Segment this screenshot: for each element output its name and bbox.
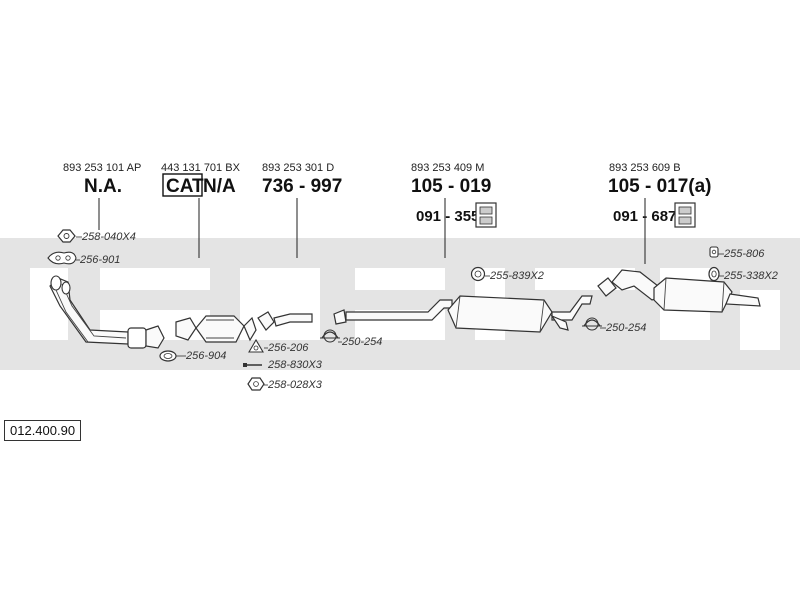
cat-label: CAT: [166, 176, 204, 197]
intermediate-pipe: [257, 311, 313, 331]
part-label-3: 736 - 997: [262, 176, 342, 197]
rubber-ring-icon: [708, 266, 720, 282]
nut-icon: [57, 229, 76, 243]
oe-number-5: 893 253 609 B: [609, 162, 681, 174]
part-number-5: 250-254: [341, 336, 382, 348]
oe-number-1: 893 253 101 AP: [63, 162, 141, 174]
part-number-11: 255-338X2: [723, 270, 778, 282]
front-pipe: [49, 275, 165, 349]
part-number-1: 258-040X4: [81, 231, 136, 243]
part-number-10: 255-806: [723, 248, 765, 260]
reference-number: 012.400.90: [10, 423, 76, 438]
reference-number-box: 012.400.90: [4, 420, 82, 441]
bracket-icon-4: [475, 202, 497, 228]
part-number-2: 256-901: [79, 254, 120, 266]
bracket-icon-5: [674, 202, 696, 228]
part-number-6: 258-830X3: [267, 359, 323, 371]
bolt-icon: [243, 363, 262, 367]
centre-silencer: [447, 295, 593, 333]
part-number-7: 258-028X3: [267, 379, 323, 391]
ring-gasket-icon: [159, 350, 177, 362]
clamp-icon-2: [582, 317, 602, 331]
clamp-icon: [320, 329, 340, 343]
rear-silencer: [597, 269, 761, 313]
rubber-mount-icon: [470, 266, 486, 282]
catalytic-converter: [175, 315, 257, 343]
part-label-5: 105 - 017(a): [608, 176, 712, 197]
triangle-gasket-icon: [248, 338, 264, 353]
oe-number-4: 893 253 409 M: [411, 162, 484, 174]
oe-number-3: 893 253 301 D: [262, 162, 334, 174]
part-number-3: 256-904: [185, 350, 226, 362]
gasket-icon: [47, 251, 77, 265]
part-label-2: N/A: [203, 176, 236, 197]
part-label-1: N.A.: [84, 176, 122, 197]
cat-box: [162, 173, 203, 197]
part-number-4: 256-206: [267, 342, 309, 354]
sub-label-4: 091 - 355: [416, 208, 479, 225]
part-number-9: 250-254: [605, 322, 646, 334]
part-number-8: 255-839X2: [489, 270, 544, 282]
hanger-icon: [709, 246, 719, 258]
hex-nut-icon: [247, 377, 265, 391]
oe-number-2: 443 131 701 BX: [161, 162, 241, 174]
part-label-4: 105 - 019: [411, 176, 491, 197]
